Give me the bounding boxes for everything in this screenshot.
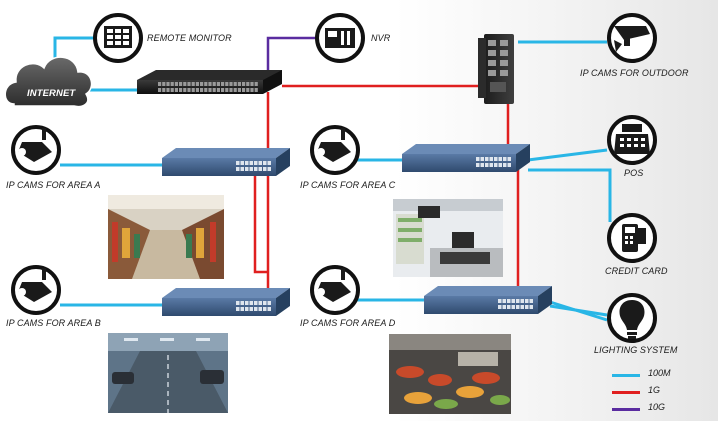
ip-cams-outdoor-label: IP CAMS FOR OUTDOOR bbox=[580, 68, 689, 78]
produce-market-photo bbox=[389, 334, 511, 414]
parking-garage-photo bbox=[108, 333, 228, 413]
link-internet-remote-monitor bbox=[53, 36, 95, 58]
legend-label-100m: 100M bbox=[648, 368, 671, 378]
nvr-label: NVR bbox=[371, 33, 391, 43]
ip-cams-area-d-label: IP CAMS FOR AREA D bbox=[300, 318, 396, 328]
pos-register-icon bbox=[607, 115, 657, 165]
lighting-system-label: LIGHTING SYSTEM bbox=[594, 345, 678, 355]
outdoor-camera-icon bbox=[607, 13, 657, 63]
credit-card-label: CREDIT CARD bbox=[605, 266, 668, 276]
area-a-camera-icon bbox=[11, 125, 61, 175]
area-d-camera-icon bbox=[310, 265, 360, 315]
area-c-camera-icon bbox=[310, 125, 360, 175]
remote-monitor-label: REMOTE MONITOR bbox=[147, 33, 232, 43]
remote-monitor-icon bbox=[93, 13, 143, 63]
switch-area-b bbox=[162, 288, 290, 316]
link-switch-d-lighting-2 bbox=[549, 304, 608, 317]
pos-label: POS bbox=[624, 168, 644, 178]
industrial-switch bbox=[478, 34, 514, 104]
nvr-icon bbox=[315, 13, 365, 63]
legend-swatch-100m bbox=[612, 374, 640, 377]
internet-cloud bbox=[4, 56, 93, 108]
link-core-switch-a-b bbox=[266, 92, 282, 302]
checkout-counter-photo bbox=[393, 199, 503, 277]
credit-card-terminal-icon bbox=[607, 213, 657, 263]
legend-label-10g: 10G bbox=[648, 402, 666, 412]
link-switch-c-pos bbox=[527, 148, 608, 162]
switch-area-c bbox=[402, 144, 530, 172]
supermarket-aisle-photo bbox=[108, 195, 224, 279]
link-switch-c-credit-card bbox=[528, 168, 612, 222]
ip-cams-area-c-label: IP CAMS FOR AREA C bbox=[300, 180, 396, 190]
legend-swatch-10g bbox=[612, 408, 640, 411]
links-100m bbox=[53, 36, 612, 322]
links-10g bbox=[266, 36, 318, 75]
legend-swatch-1g bbox=[612, 391, 640, 394]
core-switch-ports bbox=[158, 82, 258, 92]
switch-area-a bbox=[162, 148, 290, 176]
switch-area-d bbox=[424, 286, 552, 314]
light-bulb-icon bbox=[607, 293, 657, 343]
area-b-camera-icon bbox=[11, 265, 61, 315]
legend-label-1g: 1G bbox=[648, 385, 661, 395]
ip-cams-area-a-label: IP CAMS FOR AREA A bbox=[6, 180, 101, 190]
link-core-nvr bbox=[266, 36, 318, 75]
internet-label: INTERNET bbox=[27, 88, 76, 99]
ip-cams-area-b-label: IP CAMS FOR AREA B bbox=[6, 318, 101, 328]
